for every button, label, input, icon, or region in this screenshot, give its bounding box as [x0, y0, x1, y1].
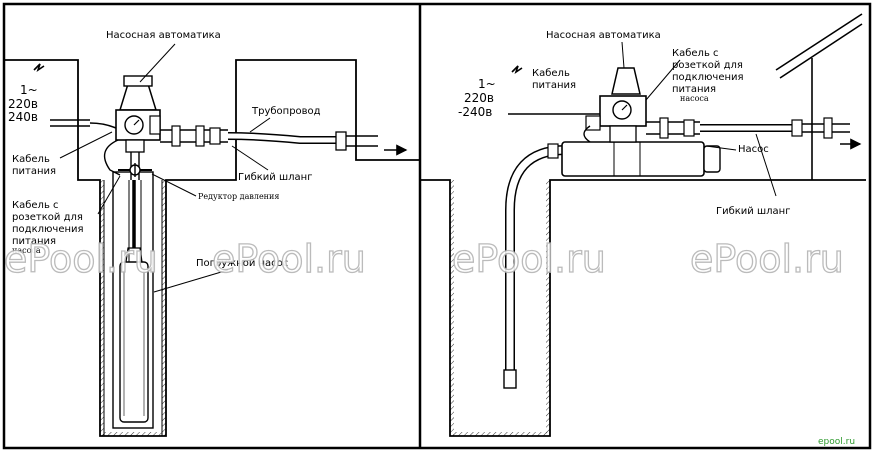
right-label-socket-3: подключения [672, 72, 744, 83]
right-label-socket-2: розеткой для [672, 60, 743, 71]
right-ground [420, 179, 866, 437]
right-label-pump: Насос [738, 144, 769, 155]
left-pipeline [335, 131, 408, 156]
left-label-power-cable-1: Кабель [12, 154, 50, 165]
right-label-volt2: -240в [458, 105, 492, 119]
left-ground [4, 59, 420, 437]
left-label-socket-5: насоса [12, 246, 41, 255]
left-power-cable [50, 119, 121, 176]
watermark-4: ePool.ru [690, 237, 844, 281]
left-panel: Насосная автоматика 1~ 220в 240в Трубопр… [4, 30, 420, 437]
right-label-hose: Гибкий шланг [716, 206, 790, 217]
pressure-reducer [118, 163, 152, 177]
left-label-socket-3: подключения [12, 224, 84, 235]
left-label-volt2: 240в [8, 110, 38, 124]
left-label-socket-4: питания [12, 236, 56, 247]
left-label-automation: Насосная автоматика [106, 30, 221, 41]
watermarks: ePool.ru ePool.ru ePool.ru ePool.ru [3, 236, 844, 281]
right-automation-unit [585, 67, 647, 143]
right-label-volt1: 220в [464, 91, 494, 105]
watermark-3: ePool.ru [452, 237, 606, 281]
left-lightning-icon [33, 63, 45, 72]
right-leaders [621, 41, 777, 197]
right-label-socket-1: Кабель с [672, 48, 719, 59]
right-labels: Насосная автоматика 1~ 220в -240в Кабель… [458, 30, 790, 217]
left-label-hose: Гибкий шланг [238, 172, 312, 183]
right-label-socket-4: питания [672, 84, 716, 95]
left-label-reducer: Редуктор давления [198, 192, 279, 201]
left-label-phase: 1~ [20, 83, 38, 97]
left-label-power-cable-2: питания [12, 166, 56, 177]
suction-hose [503, 143, 567, 389]
right-power-cable [508, 113, 600, 143]
right-label-socket-5: насоса [680, 94, 709, 103]
right-outlet-pipe [646, 117, 862, 150]
left-label-pipeline: Трубопровод [251, 106, 321, 117]
right-label-power-cable-1: Кабель [532, 68, 570, 79]
right-label-power-cable-2: питания [532, 80, 576, 91]
left-label-socket-2: розеткой для [12, 212, 83, 223]
riser-pipe [130, 150, 140, 180]
right-lightning-icon [511, 65, 523, 74]
left-labels: Насосная автоматика 1~ 220в 240в Трубопр… [8, 30, 321, 269]
left-automation-unit [115, 75, 161, 153]
submersible-pump [119, 180, 149, 423]
right-label-phase: 1~ [478, 77, 496, 91]
left-flexible-hose [227, 132, 340, 144]
right-panel: Насосная автоматика 1~ 220в -240в Кабель… [420, 13, 866, 437]
surface-pump [561, 141, 721, 177]
house-roof [775, 13, 863, 180]
left-label-submersible: Погружной насос [196, 258, 288, 269]
left-outlet-pipe [160, 125, 228, 147]
left-label-socket-1: Кабель с [12, 200, 59, 211]
watermark-2: ePool.ru [212, 237, 366, 281]
watermark-1: ePool.ru [4, 237, 158, 281]
left-label-volt1: 220в [8, 97, 38, 111]
right-label-automation: Насосная автоматика [546, 30, 661, 41]
corner-watermark: epool.ru [818, 437, 855, 447]
left-leaders [59, 43, 271, 293]
